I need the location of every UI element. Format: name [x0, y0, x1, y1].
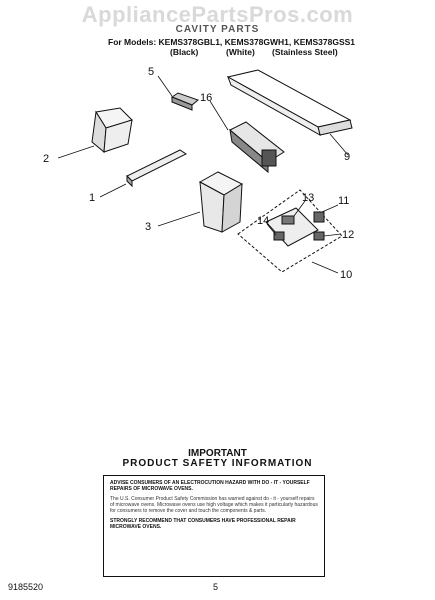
- callout-9: 9: [344, 151, 350, 163]
- part-9-shape: [226, 69, 353, 137]
- callout-16: 16: [200, 92, 212, 104]
- parts-diagram: 5 16 2 1 3 9 13 11 14 12 10: [43, 66, 354, 281]
- part-16-shape: [229, 121, 285, 174]
- safety-heading: IMPORTANT: [188, 448, 247, 459]
- watermark: AppliancePartsPros.com: [81, 2, 354, 27]
- callout-5: 5: [148, 66, 154, 78]
- part-2-shape: [91, 107, 133, 153]
- callout-3: 3: [145, 221, 151, 233]
- callout-1: 1: [89, 192, 95, 204]
- safety-strongly-text: STRONGLY RECOMMEND THAT CONSUMERS HAVE P…: [110, 518, 296, 530]
- variant-white: (White): [226, 47, 255, 57]
- variant-stainless: (Stainless Steel): [272, 47, 338, 57]
- page-number: 5: [213, 582, 219, 592]
- switch-assembly: [265, 207, 325, 247]
- models-line: For Models: KEMS378GBL1, KEMS378GWH1, KE…: [108, 37, 356, 47]
- safety-box: ADVISE CONSUMERS OF AN ELECTROCUTION HAZ…: [103, 475, 325, 577]
- callout-2: 2: [43, 153, 49, 165]
- part-5-shape: [170, 92, 199, 111]
- page-title: CAVITY PARTS: [175, 24, 260, 35]
- callout-14: 14: [257, 215, 269, 227]
- variant-black: (Black): [170, 47, 199, 57]
- callout-12: 12: [342, 229, 354, 241]
- safety-subheading: PRODUCT SAFETY INFORMATION: [122, 458, 313, 469]
- callout-10: 10: [340, 269, 352, 281]
- part-1-shape: [126, 149, 187, 188]
- safety-advise-text: ADVISE CONSUMERS OF AN ELECTROCUTION HAZ…: [110, 480, 310, 492]
- callout-13: 13: [302, 192, 314, 204]
- part-3-shape: [198, 171, 244, 233]
- part-number: 9185520: [8, 582, 44, 592]
- callout-11: 11: [338, 195, 349, 207]
- part-10-outline: [237, 189, 343, 273]
- safety-cpsc-text: The U.S. Consumer Product Safety Commiss…: [110, 496, 318, 514]
